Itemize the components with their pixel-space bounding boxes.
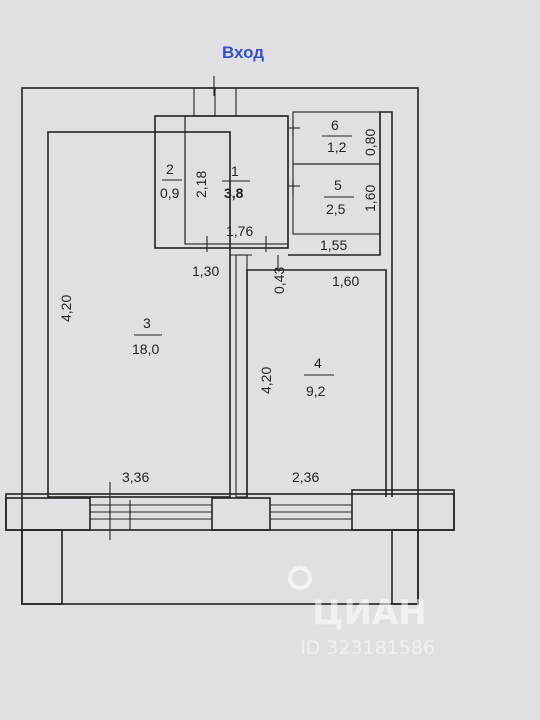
entry-label: Вход <box>222 43 264 62</box>
inner-wall-right-top <box>288 111 393 497</box>
room-4-height-dim: 4,20 <box>258 367 274 394</box>
room-3-width-dim: 3,36 <box>122 469 149 485</box>
room-6-number: 6 <box>331 117 339 133</box>
room-1-area: 3,8 <box>224 185 244 201</box>
room-1-number: 1 <box>231 163 239 179</box>
partition-3-4 <box>235 254 248 498</box>
room-2-area: 0,9 <box>160 185 180 201</box>
room-4-top-width-dim: 1,60 <box>332 273 359 289</box>
watermark-pin-icon <box>288 566 312 590</box>
partition-dim: 0,43 <box>271 267 287 294</box>
room-4-area: 9,2 <box>306 383 326 399</box>
room-3-area: 18,0 <box>132 341 159 357</box>
room-5-number: 5 <box>334 177 342 193</box>
hall-gap-dim: 1,30 <box>192 263 219 279</box>
room-3-height-dim: 4,20 <box>58 295 74 322</box>
watermark: ЦИАН ID 323181586 <box>288 566 435 659</box>
lower-wall-right <box>391 529 419 605</box>
room-1-height-dim: 2,18 <box>193 171 209 198</box>
room-3-number: 3 <box>143 315 151 331</box>
room-5-area: 2,5 <box>326 201 346 217</box>
inner-wall-left-room <box>47 131 231 498</box>
room-1-outline <box>154 115 289 249</box>
room-2-number: 2 <box>166 161 174 177</box>
room-6-height-dim: 0,80 <box>362 129 378 156</box>
window-pier-mid <box>211 497 271 531</box>
room-5-height-dim: 1,60 <box>362 185 378 212</box>
room-5-width-dim: 1,55 <box>320 237 347 253</box>
window-band <box>5 493 455 531</box>
room-6-area: 1,2 <box>327 139 347 155</box>
room-1-width-dim: 1,76 <box>226 223 253 239</box>
window-pier-left <box>5 497 91 531</box>
window-pier-right <box>351 489 455 531</box>
watermark-id: ID 323181586 <box>300 637 435 659</box>
room-5-outline <box>292 163 381 235</box>
room-4-width-dim: 2,36 <box>292 469 319 485</box>
room-4-number: 4 <box>314 355 322 371</box>
watermark-brand: ЦИАН <box>312 593 427 633</box>
lower-wall-left <box>21 529 63 605</box>
outer-wall <box>21 87 419 605</box>
